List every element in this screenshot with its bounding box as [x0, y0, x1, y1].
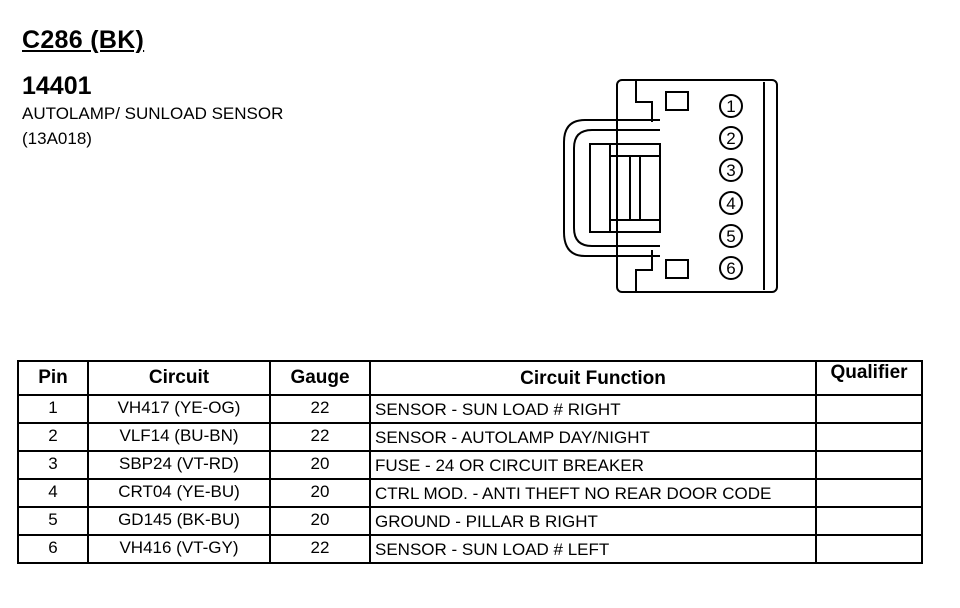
- cell-gauge: 22: [269, 534, 371, 564]
- connector-housing: [616, 79, 778, 293]
- table-row: 2 VLF14 (BU-BN) 22 SENSOR - AUTOLAMP DAY…: [17, 422, 923, 452]
- table-row: 6 VH416 (VT-GY) 22 SENSOR - SUN LOAD # L…: [17, 534, 923, 564]
- table-row: 4 CRT04 (YE-BU) 20 CTRL MOD. - ANTI THEF…: [17, 478, 923, 508]
- cell-pin: 1: [17, 394, 89, 424]
- pin-marker-3: 3: [719, 158, 743, 182]
- cell-circuit: VLF14 (BU-BN): [87, 422, 271, 452]
- connector-id-title: C286 (BK): [22, 26, 145, 54]
- pin-label-5: 5: [726, 227, 735, 246]
- cell-gauge: 20: [269, 450, 371, 480]
- cell-circuit-function: SENSOR - SUN LOAD # RIGHT: [369, 394, 817, 424]
- cell-qualifier: [815, 422, 923, 452]
- cell-circuit: SBP24 (VT-RD): [87, 450, 271, 480]
- pin-marker-4: 4: [719, 191, 743, 215]
- housing-inner-wall-bottom: [635, 250, 653, 292]
- keying-slot: [665, 259, 689, 279]
- cell-qualifier: [815, 394, 923, 424]
- table-row: 5 GD145 (BK-BU) 20 GROUND - PILLAR B RIG…: [17, 506, 923, 536]
- table-row: 1 VH417 (YE-OG) 22 SENSOR - SUN LOAD # R…: [17, 394, 923, 424]
- cell-circuit-function: GROUND - PILLAR B RIGHT: [369, 506, 817, 536]
- pin-label-6: 6: [726, 259, 735, 278]
- pin-marker-6: 6: [719, 256, 743, 280]
- cell-gauge: 22: [269, 422, 371, 452]
- cell-circuit-function: FUSE - 24 OR CIRCUIT BREAKER: [369, 450, 817, 480]
- header-pin: Pin: [17, 360, 89, 396]
- cell-gauge: 20: [269, 478, 371, 508]
- pinout-table: Pin Circuit Gauge Circuit Function Quali…: [17, 360, 923, 564]
- cell-qualifier: [815, 534, 923, 564]
- cell-pin: 5: [17, 506, 89, 536]
- cell-circuit-function: CTRL MOD. - ANTI THEFT NO REAR DOOR CODE: [369, 478, 817, 508]
- header-circuit-function: Circuit Function: [369, 360, 817, 396]
- cell-pin: 3: [17, 450, 89, 480]
- latch-inner-outline: [573, 129, 660, 247]
- part-name: AUTOLAMP/ SUNLOAD SENSOR: [22, 104, 284, 123]
- pin-label-4: 4: [726, 194, 735, 213]
- latch-outline: [563, 119, 660, 257]
- cell-circuit-function: SENSOR - AUTOLAMP DAY/NIGHT: [369, 422, 817, 452]
- cell-circuit: VH417 (YE-OG): [87, 394, 271, 424]
- cell-pin: 2: [17, 422, 89, 452]
- latch-body: [589, 143, 661, 233]
- pin-label-2: 2: [726, 129, 735, 148]
- cell-circuit-function: SENSOR - SUN LOAD # LEFT: [369, 534, 817, 564]
- cell-circuit: GD145 (BK-BU): [87, 506, 271, 536]
- pin-label-3: 3: [726, 161, 735, 180]
- table-header-row: Pin Circuit Gauge Circuit Function Quali…: [17, 360, 923, 396]
- cell-qualifier: [815, 450, 923, 480]
- header-qualifier: Qualifier: [815, 360, 923, 396]
- keying-slot: [665, 91, 689, 111]
- part-number: 14401: [22, 72, 92, 100]
- pin-marker-2: 2: [719, 126, 743, 150]
- housing-inner-wall-top: [635, 80, 653, 122]
- table-row: 3 SBP24 (VT-RD) 20 FUSE - 24 OR CIRCUIT …: [17, 450, 923, 480]
- cell-circuit: CRT04 (YE-BU): [87, 478, 271, 508]
- header-gauge: Gauge: [269, 360, 371, 396]
- cell-pin: 4: [17, 478, 89, 508]
- pin-marker-1: 1: [719, 94, 743, 118]
- part-code: (13A018): [22, 129, 92, 148]
- connector-face-diagram: 1 2 3 4 5 6: [563, 79, 778, 293]
- pin-marker-5: 5: [719, 224, 743, 248]
- pin-label-1: 1: [726, 97, 735, 116]
- cell-qualifier: [815, 506, 923, 536]
- cell-gauge: 22: [269, 394, 371, 424]
- header-circuit: Circuit: [87, 360, 271, 396]
- cell-pin: 6: [17, 534, 89, 564]
- cell-gauge: 20: [269, 506, 371, 536]
- cell-qualifier: [815, 478, 923, 508]
- cell-circuit: VH416 (VT-GY): [87, 534, 271, 564]
